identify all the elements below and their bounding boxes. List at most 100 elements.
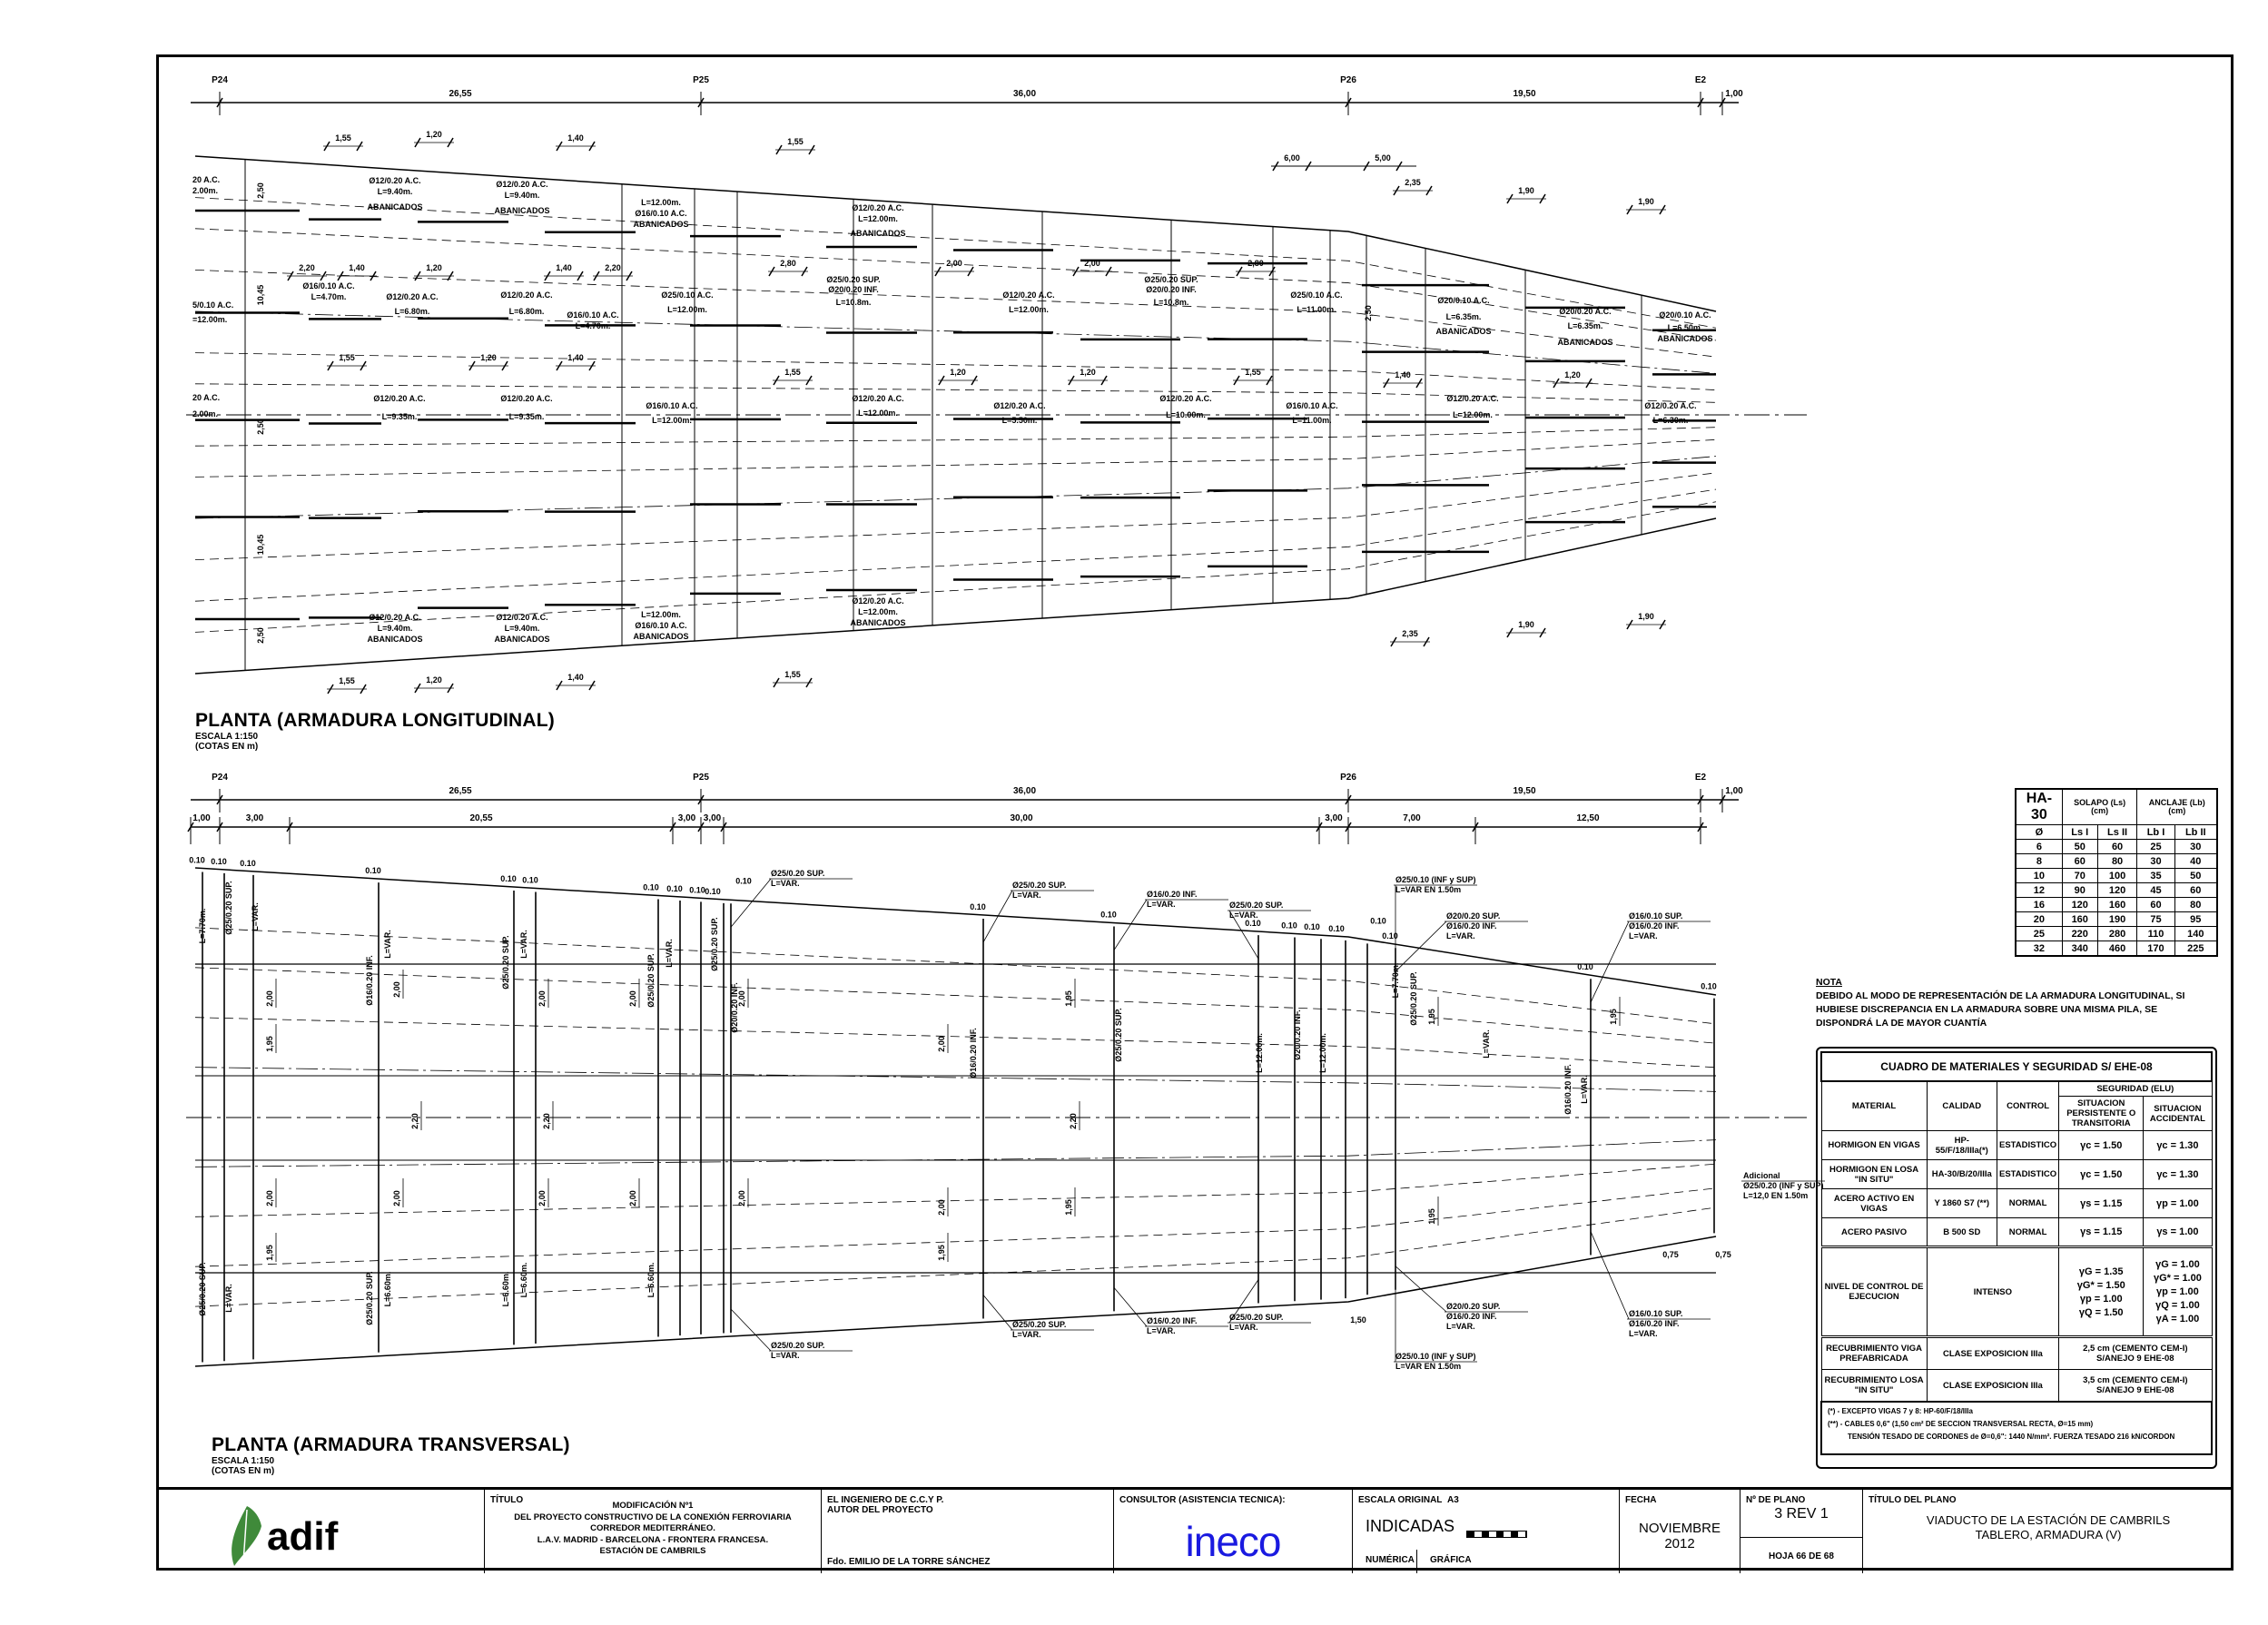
span-dimension: 26,55 xyxy=(449,89,471,99)
dimension-tick xyxy=(1316,822,1323,832)
bar-dimension: 2,00 xyxy=(737,990,746,1007)
note-title: NOTA xyxy=(1816,977,1842,988)
rebar-dashed-line xyxy=(194,383,1717,403)
dimension-tick xyxy=(1553,378,1560,389)
dimension-tick xyxy=(360,684,367,694)
table-cell: NORMAL xyxy=(1996,1217,2060,1247)
rebar-callout: Ø16/0.20 INF. xyxy=(1629,1319,1680,1328)
leader-line xyxy=(1395,1266,1447,1313)
bar-dimension: 2,00 xyxy=(937,1199,946,1216)
rebar-label: L=4.70m. xyxy=(576,321,611,330)
dimension-tick xyxy=(1472,822,1479,832)
bar-dimension: 1,55 xyxy=(335,133,351,143)
leader-line xyxy=(730,1308,772,1352)
table-cell: 2,5 cm (CEMENTO CEM-I) S/ANEJO 9 EHE-08 xyxy=(2058,1336,2213,1370)
safety-factor: γQ = 1.50 xyxy=(2078,1306,2124,1318)
rebar-label: Ø12/0.20 A.C. xyxy=(852,203,903,212)
rebar-callout: L=VAR. xyxy=(1229,911,1258,920)
table-cell: 160 xyxy=(2061,911,2098,927)
date-year: 2012 xyxy=(1664,1536,1695,1551)
rebar-vertical-label: Ø25/0.20 SUP. xyxy=(646,953,656,1007)
rebar-label: Ø20/0.20 INF. xyxy=(1146,285,1197,294)
header-accidental: SITUACION ACCIDENTAL xyxy=(2143,1096,2213,1131)
deck-edge-top xyxy=(194,867,1717,996)
dimension-tick xyxy=(323,141,330,152)
table-cell: 60 xyxy=(2096,839,2138,854)
bar-dimension: 1,55 xyxy=(784,670,801,679)
cover-label: 0.10 xyxy=(1577,962,1593,971)
rebar-dashed-line xyxy=(194,488,1717,602)
dimension-label: 0,75 xyxy=(1662,1250,1679,1259)
bar-dimension: 2,20 xyxy=(542,1113,551,1129)
dimension-tick xyxy=(626,271,633,281)
footnote: TENSIÓN TESADO DE CORDONES de Ø=0,6": 14… xyxy=(1848,1433,2175,1441)
span-dimension: 1,00 xyxy=(1725,89,1743,99)
rebar-vertical-label: Ø20/0.20 INF. xyxy=(1293,1009,1302,1060)
cover-label: 0.10 xyxy=(643,883,659,892)
table-cell: 40 xyxy=(2174,853,2218,869)
edge-label: =12.00m. xyxy=(192,315,227,324)
table-cell: ACERO PASIVO xyxy=(1820,1217,1928,1247)
dimension-tick xyxy=(356,141,363,152)
consultant-label: CONSULTOR (ASISTENCIA TECNICA): xyxy=(1119,1495,1286,1505)
rebar-callout: Ø25/0.20 SUP. xyxy=(1229,1313,1283,1322)
leader-line xyxy=(982,1295,1013,1331)
dimension-tick xyxy=(556,360,563,371)
table-cell: 190 xyxy=(2096,911,2138,927)
rebar-vertical-label: Ø25/0.20 SUP. xyxy=(1114,1008,1123,1061)
dimension-tick xyxy=(287,271,294,281)
rebar-label: L=9.40m. xyxy=(378,187,413,196)
bar-dimension: 1,55 xyxy=(1245,368,1261,377)
rebar-vertical-label: Ø25/0.20 SUP. xyxy=(1409,971,1418,1025)
dimension-tick xyxy=(805,375,813,386)
dimension-tick xyxy=(775,144,783,155)
rebar-dashed-line xyxy=(194,1187,1717,1267)
rebar-label: Ø12/0.20 A.C. xyxy=(852,596,903,606)
project-title-line: DEL PROYECTO CONSTRUCTIVO DE LA CONEXIÓN… xyxy=(514,1512,792,1522)
deck-edge-bottom xyxy=(194,1236,1717,1367)
rebar-callout: L=VAR. xyxy=(1629,1329,1658,1338)
bar-dimension: 2,00 xyxy=(946,259,962,268)
dimension-tick xyxy=(588,680,596,691)
vertical-dimension: 10,45 xyxy=(256,285,265,306)
bar-dimension: 1,55 xyxy=(339,353,355,362)
span-dimension: 19,50 xyxy=(1513,89,1535,99)
rebar-label: Ø16/0.10 A.C. xyxy=(646,401,697,410)
table-cell: Y 1860 S7 (**) xyxy=(1926,1188,1997,1218)
bar-dimension: 1,90 xyxy=(1518,186,1534,195)
table-cell: γc = 1.50 xyxy=(2058,1159,2145,1189)
plan-title-line-2: TABLERO, ARMADURA (V) xyxy=(1975,1528,2122,1541)
rebar-dashed-line xyxy=(194,501,1717,633)
rebar-callout: Ø25/0.20 SUP. xyxy=(771,869,824,878)
rebar-callout: L=VAR. xyxy=(1446,1322,1475,1331)
bar-dimension: 2,00 xyxy=(392,1190,401,1206)
project-title-line: ESTACIÓN DE CAMBRILS xyxy=(599,1546,706,1556)
dimension-tick xyxy=(1626,619,1633,630)
bar-dimension: 1,40 xyxy=(567,673,584,682)
rebar-label: Ø25/0.10 A.C. xyxy=(661,291,713,300)
dimension-tick xyxy=(1415,378,1423,389)
cover-label: 0.10 xyxy=(1328,924,1345,933)
span-dimension: 26,55 xyxy=(449,786,471,796)
rebar-dashed-line xyxy=(194,310,1717,374)
dimension-tick xyxy=(216,794,223,805)
rebar-vertical-label: L=VAR. xyxy=(251,902,260,931)
table-cell: γs = 1.00 xyxy=(2143,1217,2213,1247)
table-cell: HA-30/B/20/IIIa xyxy=(1926,1159,1997,1189)
vertical-dimension: 10,45 xyxy=(256,535,265,556)
edge-label: 20 A.C. xyxy=(192,175,220,184)
rebar-callout: Ø16/0.20 INF. xyxy=(1147,890,1198,899)
rebar-label: ABANICADOS xyxy=(367,635,422,644)
dimension-tick xyxy=(360,360,367,371)
dimension-tick xyxy=(286,822,293,832)
dimension-tick xyxy=(1345,97,1352,108)
dimension-tick xyxy=(370,271,377,281)
rebar-callout: Ø16/0.10 SUP. xyxy=(1629,1309,1682,1318)
plan-title-label: TÍTULO DEL PLANO xyxy=(1869,1495,1957,1505)
rebar-label: ABANICADOS xyxy=(633,220,688,229)
rebar-callout: L=VAR EN 1.50m xyxy=(1395,1362,1461,1371)
control-label: NIVEL DE CONTROL DE EJECUCION xyxy=(1820,1246,1928,1337)
